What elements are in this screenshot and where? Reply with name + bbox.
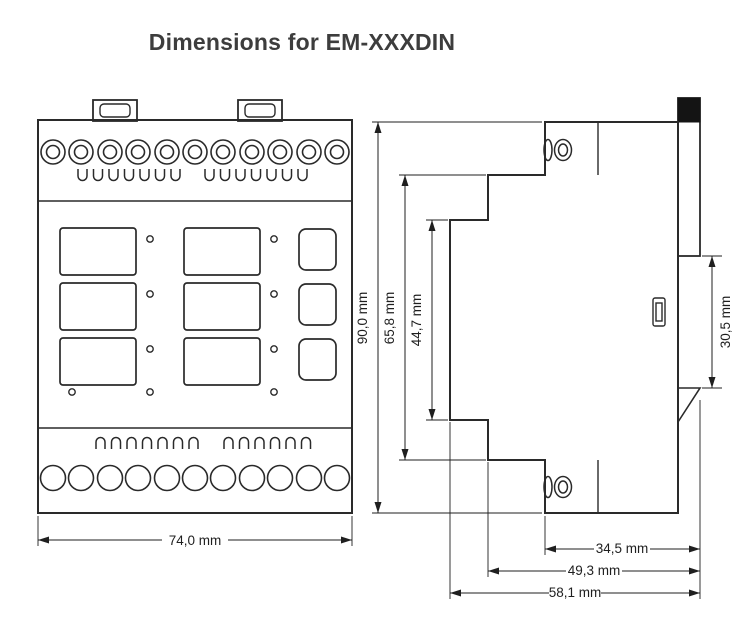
din-clip-top [677, 97, 701, 123]
front-body [37, 119, 353, 514]
page-title: Dimensions for EM-XXXDIN [149, 29, 455, 55]
bottom-terminal-screws [39, 464, 351, 492]
dim-label-din-slot-height: 30,5 mm [718, 296, 733, 349]
display-windows [59, 227, 261, 386]
dim-label-mid-height: 65,8 mm [382, 292, 397, 345]
dim-label-front-width: 74,0 mm [169, 533, 222, 548]
top-terminal-comb [77, 169, 308, 182]
dim-depth-terminal: 34,5 mm [544, 516, 700, 556]
mounting-tabs [92, 99, 283, 122]
indicator-leds [68, 235, 278, 396]
side-profile [449, 121, 679, 514]
dim-label-depth-mid: 49,3 mm [568, 563, 621, 578]
side-screws-bottom [543, 475, 573, 499]
dim-height-total: 90,0 mm [355, 121, 542, 514]
dim-label-front-face-height: 44,7 mm [409, 294, 424, 347]
side-view [449, 97, 702, 514]
dim-depth-total: 58,1 mm [449, 422, 700, 600]
front-buttons [298, 228, 337, 381]
dim-label-total-height: 90,0 mm [355, 292, 370, 345]
dim-label-depth-total: 58,1 mm [549, 585, 602, 600]
front-view [37, 99, 353, 514]
dim-height-front-face: 44,7 mm [409, 219, 448, 421]
dim-label-depth-terminal: 34,5 mm [596, 541, 649, 556]
dim-din-slot-height: 30,5 mm [702, 255, 733, 389]
dim-depth-mid: 49,3 mm [487, 462, 700, 578]
dim-height-mid: 65,8 mm [382, 174, 486, 461]
side-screws-top [543, 138, 573, 162]
din-hook [677, 387, 702, 423]
dim-front-width: 74,0 mm [37, 516, 353, 548]
bottom-terminal-comb [95, 436, 312, 449]
top-terminal-screws [40, 139, 350, 165]
din-latch [652, 297, 666, 327]
